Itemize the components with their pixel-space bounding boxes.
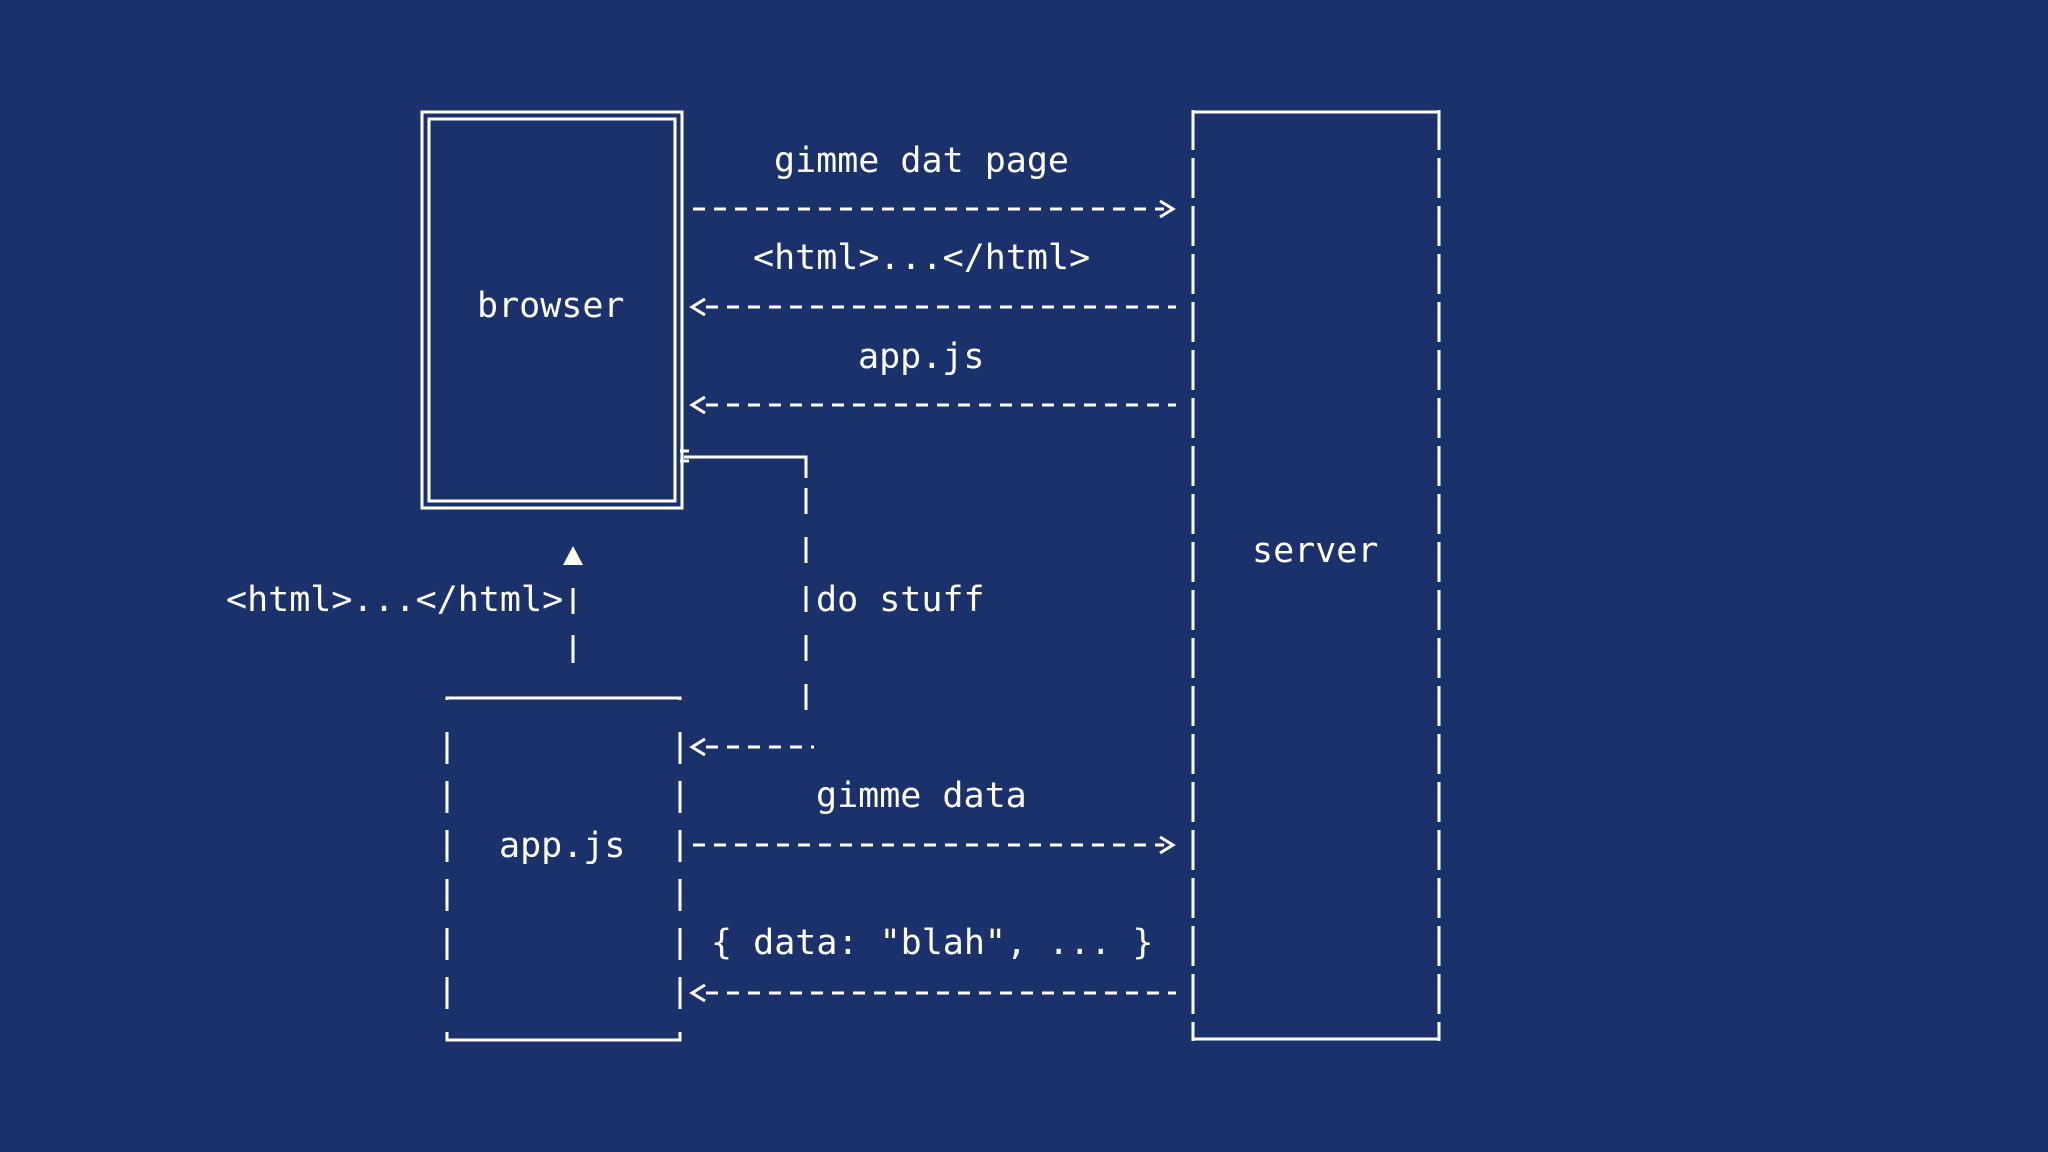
arrow-html-response: [689, 297, 1176, 317]
arrow-appjs-response: [689, 395, 1176, 415]
arrow-data-response: [689, 983, 1176, 1003]
appjs-box: [445, 696, 682, 1042]
server-label: server: [1252, 531, 1379, 571]
message-appjs-render-html: <html>...</html>: [226, 580, 564, 620]
message-data-response: { data: "blah", ... }: [711, 923, 1154, 963]
server-box: [1191, 110, 1441, 1041]
message-html-response: <html>...</html>: [753, 238, 1091, 278]
triangle-up-icon: [563, 546, 583, 565]
message-request-data: gimme data: [816, 776, 1027, 816]
arrow-request-page: [693, 199, 1176, 219]
browser-label: browser: [477, 286, 625, 326]
message-appjs-response: app.js: [858, 337, 985, 377]
browser-box: [420, 110, 684, 510]
arrow-request-data: [693, 835, 1176, 855]
message-request-page: gimme dat page: [774, 141, 1070, 181]
message-do-stuff: do stuff: [816, 580, 985, 620]
appjs-node-label: app.js: [499, 826, 626, 866]
connector-do-stuff: [680, 449, 814, 757]
